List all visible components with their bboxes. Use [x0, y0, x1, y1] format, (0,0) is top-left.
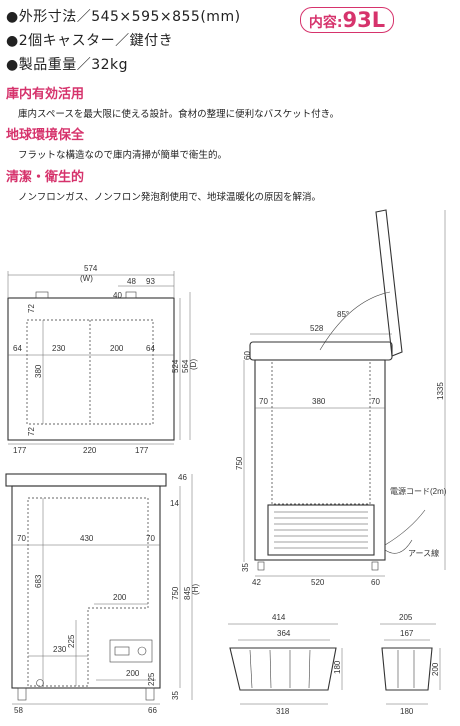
- feature-heading-1: 庫内有効活用: [6, 87, 85, 102]
- dim-top-230: 230: [52, 344, 66, 353]
- dim-front-225a: 225: [67, 634, 76, 648]
- dim-basket-205: 205: [399, 613, 413, 622]
- dim-front-750: 750: [171, 586, 180, 600]
- basket-front-view: 414 364 180 318: [228, 613, 343, 716]
- front-view: 46 14 70 430 70 683 200 750 845 (H) 230 …: [5, 473, 200, 715]
- capacity-label: 内容:: [308, 15, 343, 31]
- dim-top-564: 564: [181, 359, 190, 373]
- dim-top-72a: 72: [27, 304, 36, 313]
- dim-top-d: (D): [189, 359, 198, 370]
- feature-text-2: フラットな構造なので庫内清掃が簡単で衛生的。: [18, 150, 228, 161]
- dim-front-225b: 225: [147, 672, 156, 686]
- dim-side-60b: 60: [371, 578, 380, 587]
- dim-top-48: 48: [127, 277, 136, 286]
- dim-front-14: 14: [170, 499, 179, 508]
- dim-top-93: 93: [146, 277, 155, 286]
- dim-front-h: (H): [191, 584, 200, 595]
- dim-front-70a: 70: [17, 534, 26, 543]
- dim-top-64a: 64: [13, 344, 22, 353]
- dim-top-524: 524: [171, 359, 180, 373]
- spec-dimensions: ●外形寸法／545×595×855(mm): [6, 9, 241, 25]
- dim-top-w: (W): [80, 274, 93, 283]
- dim-side-35: 35: [241, 563, 250, 572]
- feature-heading-2: 地球環境保全: [6, 128, 85, 143]
- dim-side-70a: 70: [259, 397, 268, 406]
- dim-top-177a: 177: [13, 446, 27, 455]
- feature-text-1: 庫内スペースを最大限に使える設計。食材の整理に便利なバスケット付き。: [18, 109, 340, 120]
- side-view: 85° 528 60 70 380 70 750 1335 電源コード(2m) …: [235, 209, 447, 587]
- dim-front-70b: 70: [146, 534, 155, 543]
- dim-top-200: 200: [110, 344, 124, 353]
- dim-basket-167: 167: [400, 629, 414, 638]
- feature-text-3: ノンフロンガス、ノンフロン発泡剤使用で、地球温暖化の原因を解消。: [18, 192, 322, 203]
- dim-front-58: 58: [14, 706, 23, 715]
- dim-side-380: 380: [312, 397, 326, 406]
- dim-basket-180: 180: [400, 707, 414, 716]
- dim-front-200b: 200: [126, 669, 140, 678]
- dim-side-42: 42: [252, 578, 261, 587]
- dim-side-1335: 1335: [436, 382, 445, 400]
- vent-grille: [274, 511, 368, 549]
- dim-top-574: 574: [84, 264, 98, 273]
- dim-side-85: 85°: [337, 310, 349, 319]
- dim-basket-414: 414: [272, 613, 286, 622]
- dim-side-60: 60: [243, 351, 252, 360]
- dim-top-177b: 177: [135, 446, 149, 455]
- label-power-cord: 電源コード(2m): [390, 487, 447, 496]
- label-earth-wire: アース線: [408, 548, 439, 558]
- basket-side-view: 205 167 200 180: [380, 613, 441, 716]
- dim-top-40: 40: [113, 291, 122, 300]
- dim-top-72b: 72: [27, 427, 36, 436]
- dim-basket-200: 200: [431, 662, 440, 676]
- dim-basket-180a: 180: [333, 660, 342, 674]
- dim-side-750: 750: [235, 456, 244, 470]
- dim-front-683: 683: [34, 574, 43, 588]
- dim-front-46: 46: [178, 473, 187, 482]
- dim-front-230: 230: [53, 645, 67, 654]
- spec-weight: ●製品重量／32kg: [6, 57, 129, 73]
- feature-heading-3: 清潔・衛生的: [6, 170, 85, 185]
- dim-front-66: 66: [148, 706, 157, 715]
- capacity-badge: 内容:93L: [300, 7, 394, 33]
- dim-top-220: 220: [83, 446, 97, 455]
- dim-front-845: 845: [183, 586, 192, 600]
- dim-top-380: 380: [34, 364, 43, 378]
- dim-top-64b: 64: [146, 344, 155, 353]
- spec-casters: ●2個キャスター／鍵付き: [6, 33, 174, 49]
- dim-front-430: 430: [80, 534, 94, 543]
- dim-side-70b: 70: [371, 397, 380, 406]
- top-view: 574 (W) 48 93 40 72 72 64 230 200 64 380…: [7, 264, 198, 455]
- dim-front-200: 200: [113, 593, 127, 602]
- dim-front-35: 35: [171, 691, 180, 700]
- dim-basket-364: 364: [277, 629, 291, 638]
- capacity-value: 93L: [342, 8, 386, 32]
- dim-basket-318: 318: [276, 707, 290, 716]
- dim-side-528: 528: [310, 324, 324, 333]
- dim-side-520: 520: [311, 578, 325, 587]
